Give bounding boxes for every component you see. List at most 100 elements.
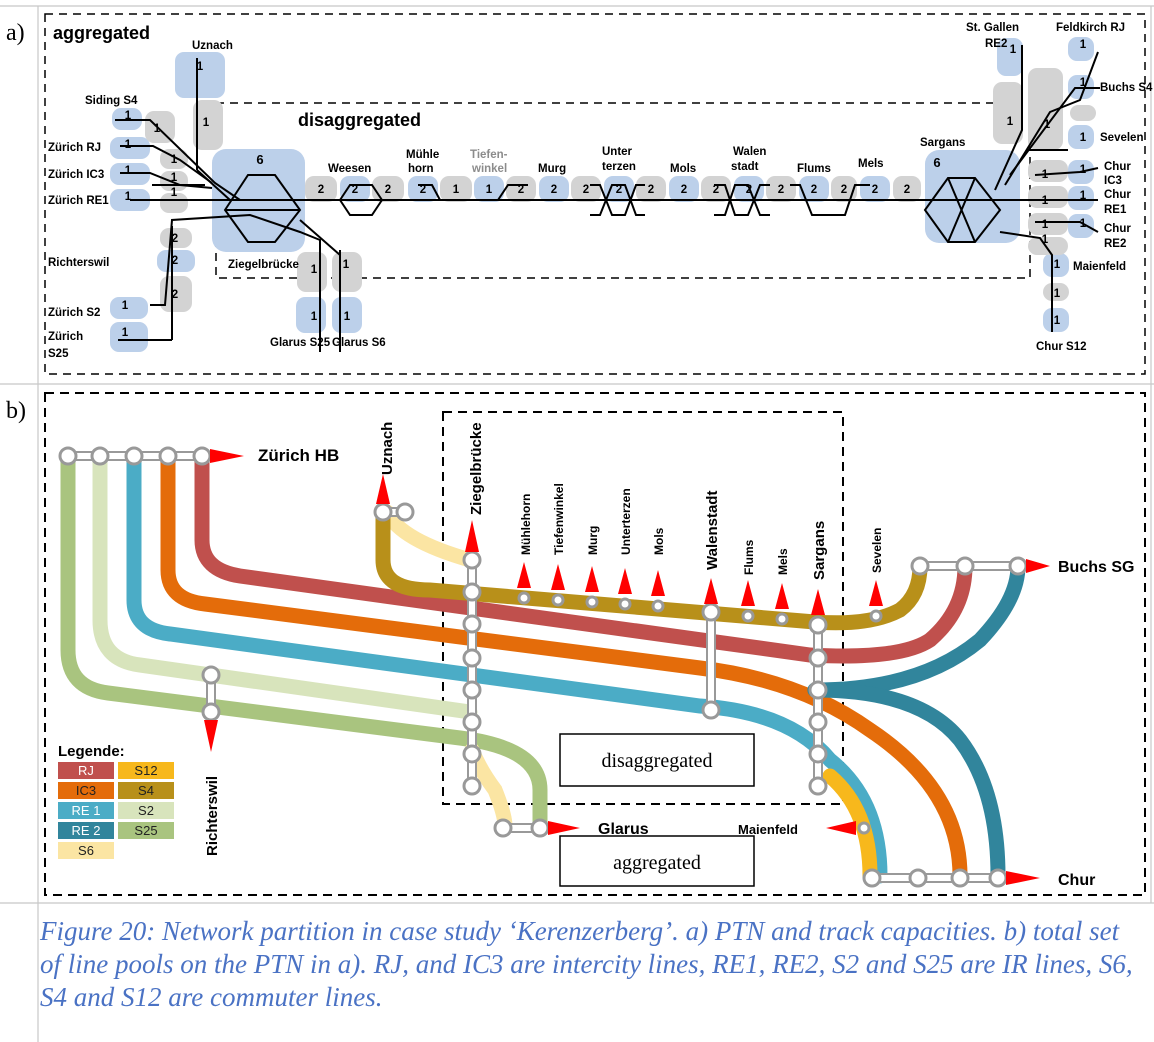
svg-text:2: 2 <box>872 184 878 196</box>
svg-text:2: 2 <box>713 184 719 196</box>
legend-swatch <box>118 802 174 819</box>
label-walenstadt-2: stadt <box>731 161 759 173</box>
svg-text:1: 1 <box>1044 119 1051 131</box>
disaggregated-box-label: disaggregated <box>601 750 712 772</box>
label-buchs-s4: Buchs S4 <box>1100 82 1153 94</box>
svg-text:1: 1 <box>1080 39 1087 51</box>
svg-text:2: 2 <box>318 184 324 196</box>
label-glarus: Glarus <box>598 821 649 838</box>
aggregated-frame <box>44 13 1146 375</box>
label-walenstadt-1: Walen <box>733 146 766 158</box>
legend-swatch <box>58 762 114 779</box>
svg-text:1: 1 <box>1010 44 1017 56</box>
disaggregated-box <box>559 733 755 787</box>
line-s12 <box>822 768 878 884</box>
legend-label: S2 <box>138 803 154 818</box>
legend-label: S4 <box>138 783 154 798</box>
terminal-arrows <box>204 449 1050 885</box>
legend-swatch <box>58 782 114 799</box>
disaggregated-title: disaggregated <box>298 110 421 130</box>
legend-swatch <box>58 842 114 859</box>
legend-label: S12 <box>134 763 157 778</box>
figure-caption: Figure 20: Network partition in case stu… <box>40 916 1133 1012</box>
track-boxes <box>145 68 1096 312</box>
label-sargans: Sargans <box>920 137 965 149</box>
capacity-labels: 1 1 1 1 1 1 1 1 1 1 2 2 2 1 1 6 2 2 2 2 … <box>122 39 1087 339</box>
line-s25 <box>60 448 548 834</box>
label-flums: Flums <box>797 163 831 175</box>
station-boxes <box>110 37 1094 352</box>
svg-text:2: 2 <box>841 184 847 196</box>
label-glarus-s25: Glarus S25 <box>270 337 331 349</box>
svg-text:1: 1 <box>171 154 178 166</box>
label-walenstadt: Walenstadt <box>704 491 721 570</box>
arrow-richterswil <box>204 720 218 752</box>
svg-text:1: 1 <box>1054 315 1061 327</box>
svg-text:1: 1 <box>125 165 132 177</box>
svg-text:1: 1 <box>1054 288 1061 300</box>
svg-text:2: 2 <box>352 184 358 196</box>
svg-text:2: 2 <box>746 184 752 196</box>
label-zurich-rj: Zürich RJ <box>48 142 101 154</box>
svg-text:1: 1 <box>311 311 318 323</box>
svg-text:1: 1 <box>1042 234 1049 246</box>
label-chur-re1-2: RE1 <box>1104 204 1127 216</box>
label-maienfeld: Maienfeld <box>1073 261 1126 273</box>
label-mels: Mels <box>776 548 790 575</box>
label-zurich-s25-1: Zürich <box>48 331 83 343</box>
label-chur-re1-1: Chur <box>1104 189 1131 201</box>
line-re2b <box>807 682 1006 884</box>
label-muehlehorn-1: Mühle <box>406 149 439 161</box>
label-chur-ic3-2: IC3 <box>1104 175 1122 187</box>
arrow-uznach <box>376 474 390 504</box>
svg-text:2: 2 <box>648 184 654 196</box>
svg-text:1: 1 <box>171 172 178 184</box>
arrow-sargans <box>811 589 825 615</box>
label-zurich-s2: Zürich S2 <box>48 307 100 319</box>
aggregated-box-label: aggregated <box>613 852 701 874</box>
svg-text:1: 1 <box>203 117 210 129</box>
legend-label: RJ <box>78 763 94 778</box>
svg-text:2: 2 <box>778 184 784 196</box>
label-sargans: Sargans <box>811 521 828 580</box>
line-re1 <box>126 448 888 884</box>
svg-text:2: 2 <box>583 184 589 196</box>
label-unterterzen: Unterterzen <box>619 488 633 555</box>
legend-label: RE 1 <box>72 803 101 818</box>
panel-a: a) aggregated disaggregated <box>6 13 1153 375</box>
legend-swatch <box>118 822 174 839</box>
svg-text:1: 1 <box>197 61 204 73</box>
legend-swatch <box>118 782 174 799</box>
label-chur-re2-1: Chur <box>1104 223 1131 235</box>
arrow-ziegelbruecke <box>465 520 479 552</box>
label-maienfeld: Maienfeld <box>738 822 798 837</box>
label-unterterzen-1: Unter <box>602 146 633 158</box>
svg-text:1: 1 <box>1042 169 1049 181</box>
label-zurich-re1: Zürich RE1 <box>48 195 109 207</box>
svg-text:1: 1 <box>343 259 350 271</box>
svg-text:1: 1 <box>1080 164 1087 176</box>
svg-text:1: 1 <box>125 110 132 122</box>
svg-text:1: 1 <box>1042 195 1049 207</box>
svg-text:1: 1 <box>486 184 493 196</box>
panel-a-letter: a) <box>6 20 25 46</box>
track-lines <box>115 45 1100 352</box>
table-grid <box>0 5 1154 1042</box>
line-s2 <box>92 448 478 720</box>
label-mels: Mels <box>858 158 884 170</box>
label-murg: Murg <box>538 163 566 175</box>
label-flums: Flums <box>742 539 756 575</box>
label-zurich-s25-2: S25 <box>48 348 69 360</box>
label-st-gallen-2: RE2 <box>985 38 1007 50</box>
legend-swatch <box>58 822 114 839</box>
label-weesen: Weesen <box>328 163 371 175</box>
arrow-walenstadt <box>704 578 718 604</box>
label-uznach: Uznach <box>379 422 396 475</box>
label-zurich-hb: Zürich HB <box>258 446 339 465</box>
arrow-glarus <box>548 821 580 835</box>
label-muehlehorn-2: horn <box>408 163 434 175</box>
svg-text:1: 1 <box>344 311 351 323</box>
panel-b: b) <box>6 392 1146 896</box>
svg-text:1: 1 <box>122 327 129 339</box>
